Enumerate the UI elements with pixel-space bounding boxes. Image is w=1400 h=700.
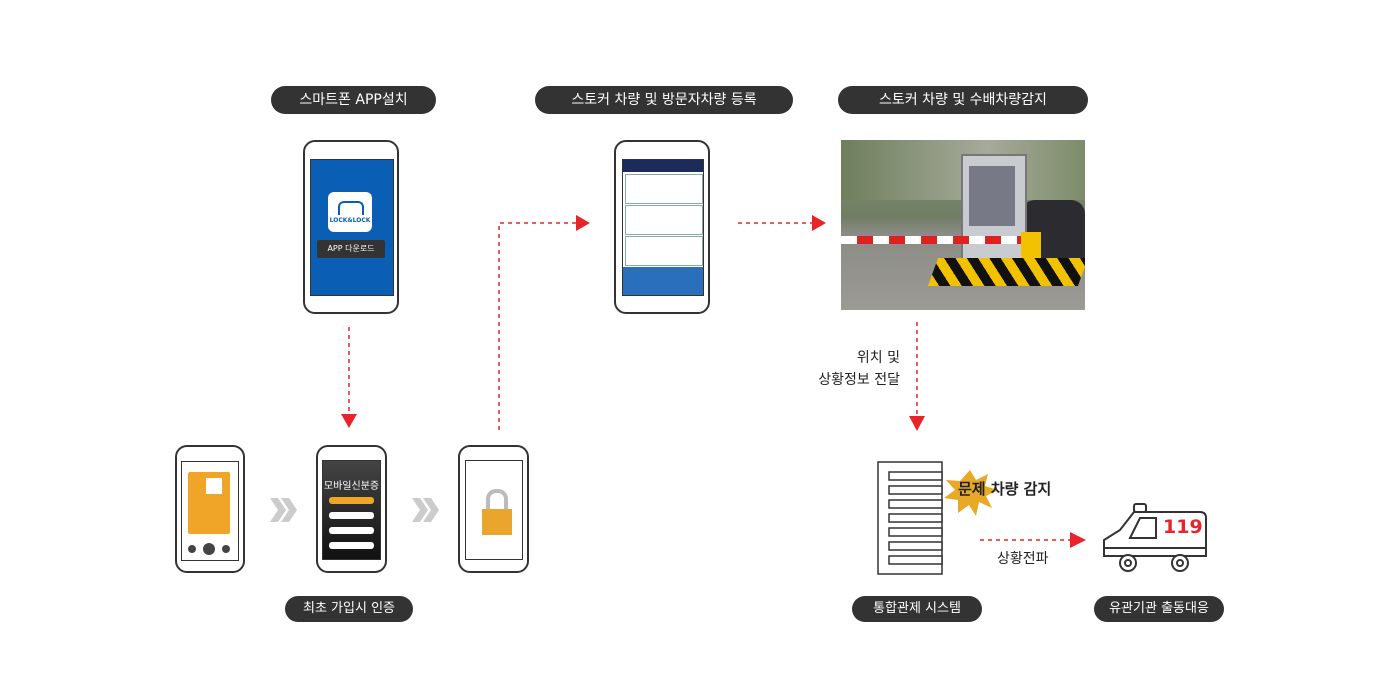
id-card-image (188, 472, 230, 534)
problem-vehicle-label: 문제 차량 감지 (958, 480, 1052, 498)
phone-id-scan (175, 445, 245, 573)
step-response-label: 유관기관 출동대응 (1094, 596, 1224, 622)
step-register-label: 스토커 차량 및 방문자차량 등록 (535, 86, 793, 114)
phone-screen: LOCK&LOCK APP 다운로드 (310, 159, 394, 296)
ambulance-icon (1103, 503, 1207, 572)
lock-and-lock-logo: LOCK&LOCK (328, 192, 372, 232)
phone-mobile-id: 모바일신분증 (316, 445, 387, 573)
arrow-auth-to-register (498, 222, 578, 430)
step-detect-label: 스토커 차량 및 수배차량감지 (838, 86, 1088, 114)
mobile-id-title: 모바일신분증 (323, 481, 380, 492)
server-icon (877, 461, 943, 575)
app-download-button[interactable]: APP 다운로드 (317, 240, 385, 258)
step-control-label: 통합관제 시스템 (852, 596, 982, 622)
parking-gate-photo (841, 140, 1085, 310)
phone-vehicle-register (614, 140, 710, 314)
step-install-label: 스마트폰 APP설치 (271, 86, 436, 114)
situation-spread-label: 상황전파 (997, 551, 1049, 567)
alert-star-icon (944, 470, 998, 516)
ambulance-number: 119 (1163, 516, 1203, 538)
chevron-right-icon (270, 498, 439, 522)
phone-lock (458, 445, 529, 573)
phone-app-install: LOCK&LOCK APP 다운로드 (303, 140, 399, 314)
vehicle-list-screen (622, 159, 704, 296)
camera-icon[interactable] (203, 543, 215, 555)
padlock-icon (486, 489, 508, 513)
step-first-auth-label: 최초 가입시 인증 (285, 596, 413, 622)
